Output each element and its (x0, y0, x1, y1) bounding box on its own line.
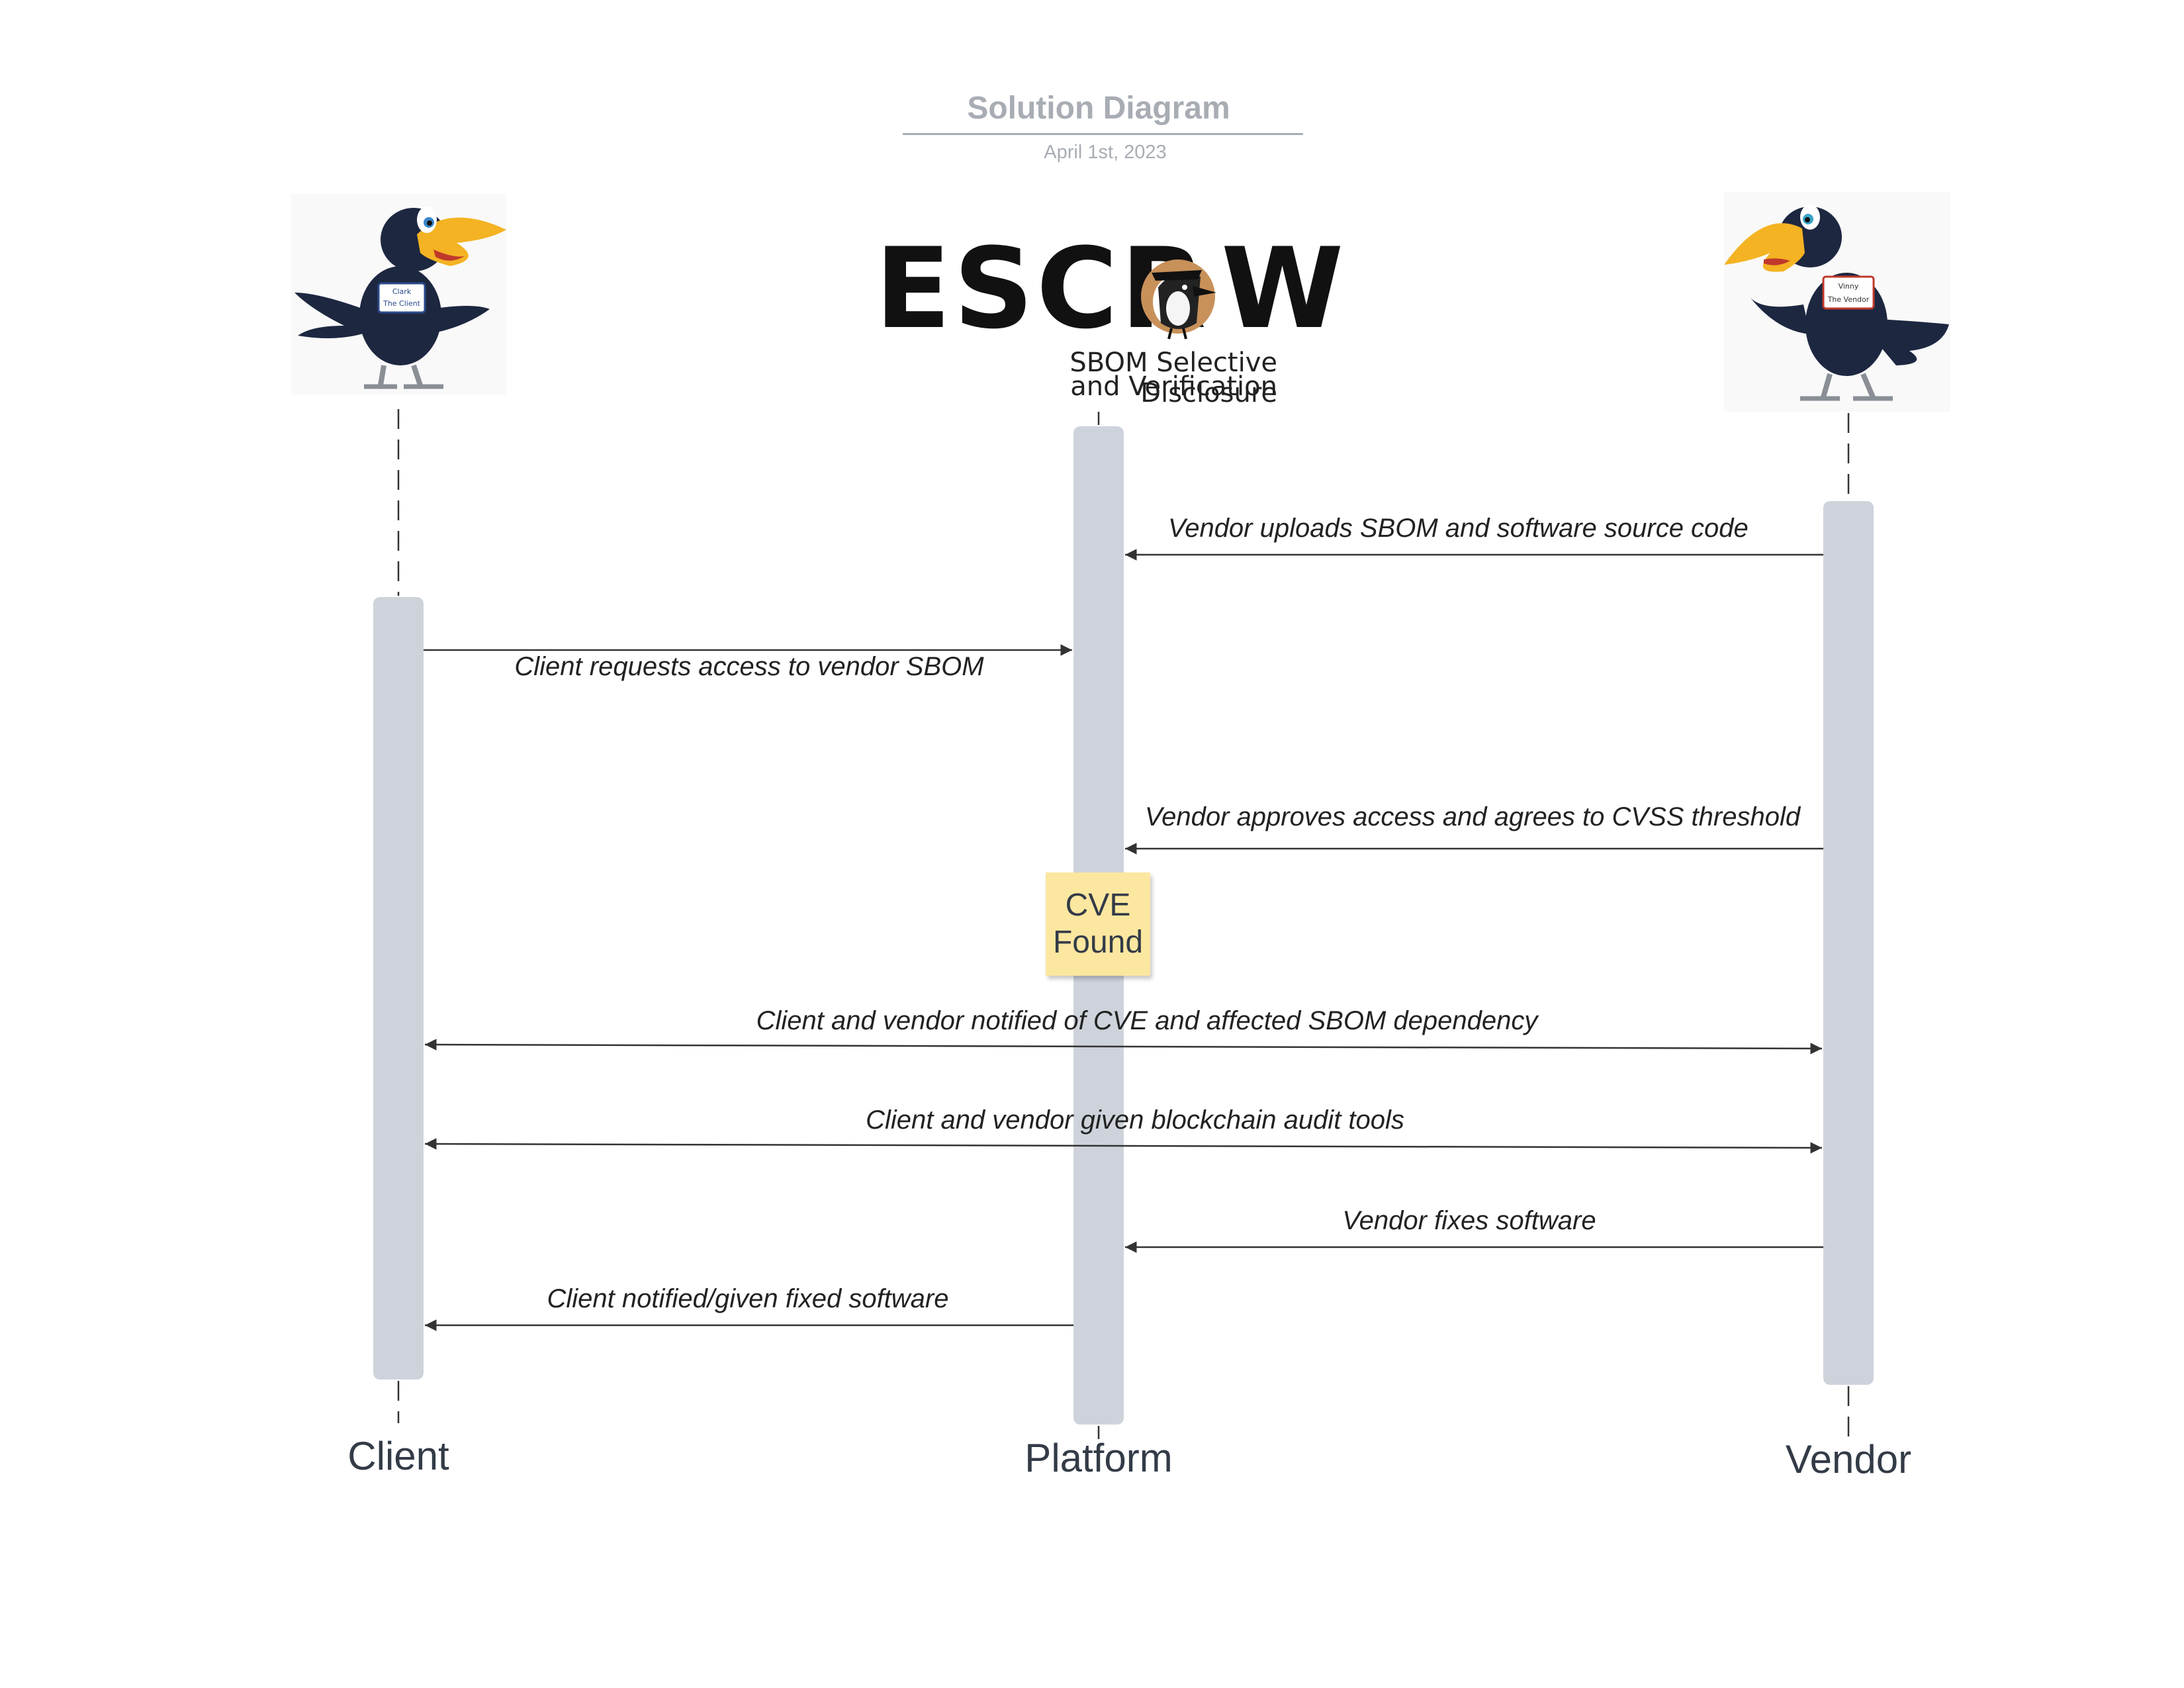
client-badge-role: The Client (383, 299, 420, 308)
message-label: Vendor uploads SBOM and software source … (1168, 514, 1749, 543)
message-label: Client notified/given fixed software (547, 1284, 949, 1313)
client-crow-icon: Clark The Client (295, 207, 506, 389)
message-label: Vendor fixes software (1342, 1206, 1596, 1235)
cve-note-line1: CVE (1065, 888, 1131, 923)
cve-note-line2: Found (1052, 925, 1144, 960)
actor-label-client: Client (347, 1434, 449, 1478)
vendor-badge-role: The Vendor (1827, 295, 1870, 304)
logo-subtitle-line1: SBOM Selective Disclosure (1069, 348, 1277, 408)
actor-label-vendor: Vendor (1785, 1437, 1912, 1481)
logo-crow-icon (1141, 259, 1216, 340)
message-arrow (424, 1039, 1823, 1055)
client-activation (373, 597, 424, 1380)
client-mascot: Clark The Client (291, 193, 506, 395)
message-label: Vendor approves access and agrees to CVS… (1144, 802, 1801, 831)
vendor-activation (1823, 501, 1874, 1385)
vendor-mascot: Vinny The Vendor (1724, 192, 1950, 412)
vendor-badge-name: Vinny (1839, 282, 1859, 291)
message-arrow (424, 1138, 1823, 1154)
logo-wordmark-right: W (1221, 224, 1344, 353)
logo-subtitle-line2: and Verification (1070, 371, 1277, 402)
vendor-crow-icon: Vinny The Vendor (1724, 205, 1949, 401)
message-label: Client and vendor notified of CVE and af… (756, 1006, 1538, 1035)
client-badge-name: Clark (392, 287, 412, 296)
diagram-title: Solution Diagram (967, 91, 1230, 126)
actor-label-platform: Platform (1024, 1436, 1173, 1480)
message-label: Client and vendor given blockchain audit… (866, 1105, 1404, 1135)
title-underline (903, 133, 1303, 135)
diagram-date: April 1st, 2023 (1044, 142, 1167, 163)
message-label: Client requests access to vendor SBOM (514, 652, 984, 681)
cve-found-note: CVE Found (1046, 872, 1150, 976)
